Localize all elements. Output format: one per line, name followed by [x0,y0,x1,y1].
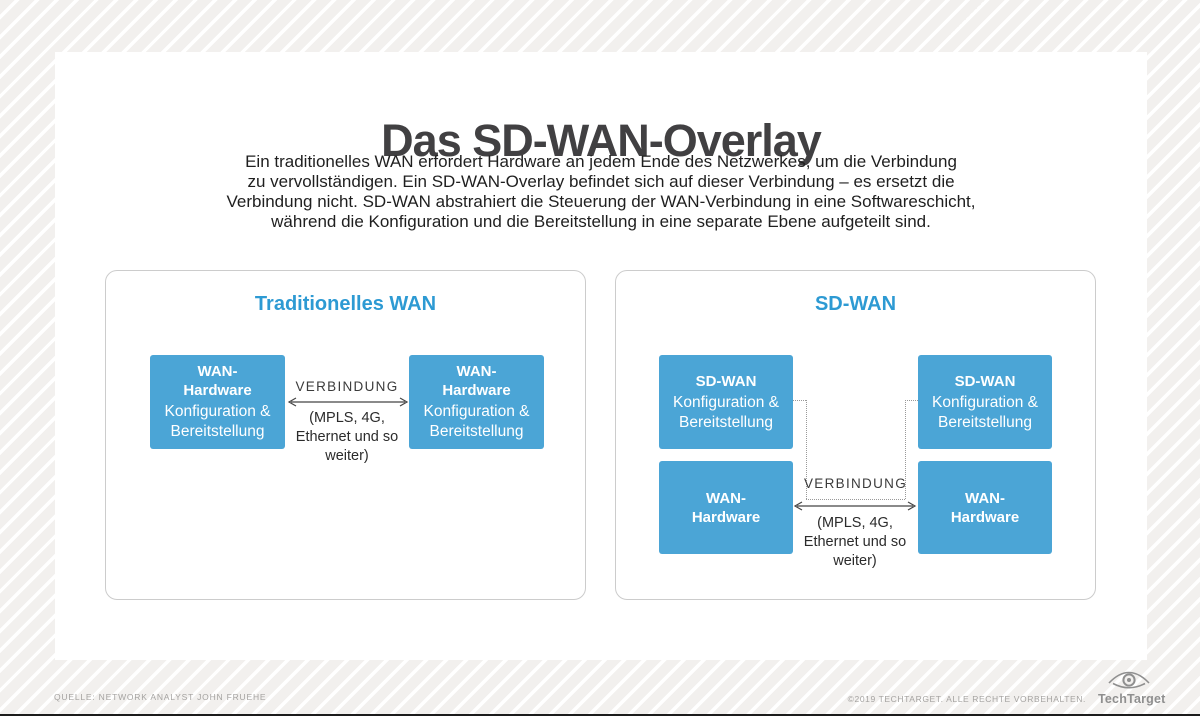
intro-line: während die Konfiguration und die Bereit… [271,212,931,231]
dotted-connector-line [806,400,807,499]
panel-sd-wan: SD-WAN SD-WAN Konfiguration & Bereitstel… [615,270,1096,600]
box-heading: WAN- Hardware [691,489,761,526]
sdwan-config-box-left: SD-WAN Konfiguration & Bereitstellung [659,355,793,449]
panel-title: SD-WAN [814,293,897,315]
content-card: Das SD-WAN-Overlay Ein traditionelles WA… [55,52,1147,660]
eye-target-icon [1108,671,1150,689]
bottom-edge-bar [0,714,1200,716]
box-body: Konfiguration & Bereitstellung [932,393,1038,431]
intro-line: Ein traditionelles WAN erfordert Hardwar… [245,152,957,171]
box-body: Konfiguration & Bereitstellung [673,393,779,431]
panel-title: Traditionelles WAN [254,293,437,315]
source-credit: QUELLE: NETWORK ANALYST JOHN FRUEHE [54,692,267,702]
box-heading: WAN- Hardware [183,363,252,399]
intro-paragraph: Ein traditionelles WAN erfordert Hardwar… [55,152,1147,232]
techtarget-logo: TechTarget [1098,667,1166,706]
wan-hardware-box-left: WAN- Hardware Konfiguration & Bereitstel… [150,355,285,449]
box-body: Konfiguration & Bereitstellung [423,403,530,440]
intro-line: Verbindung nicht. SD-WAN abstrahiert die… [226,192,976,211]
dotted-connector-line [806,499,905,500]
connection-label: VERBINDUNG [803,476,907,491]
box-heading: SD-WAN [954,372,1016,390]
wan-hardware-box-right: WAN- Hardware [918,461,1052,554]
copyright-text: ©2019 TECHTARGET. ALLE RECHTE VORBEHALTE… [847,694,1086,704]
intro-line: zu vervollständigen. Ein SD-WAN-Overlay … [247,172,955,191]
connection-detail: (MPLS, 4G, Ethernet und so weiter) [803,515,907,569]
page-title: Das SD-WAN-Overlay [381,115,822,167]
box-heading: SD-WAN [695,372,757,390]
sdwan-config-box-right: SD-WAN Konfiguration & Bereitstellung [918,355,1052,449]
panel-traditional-wan: Traditionelles WAN WAN- Hardware Konfigu… [105,270,586,600]
double-arrow-icon [793,501,917,511]
box-heading: WAN- Hardware [950,489,1020,526]
box-heading: WAN- Hardware [442,363,511,399]
connection-detail: (MPLS, 4G, Ethernet und so weiter) [295,410,399,464]
connection-label: VERBINDUNG [295,379,399,394]
dotted-connector-line [793,400,806,401]
brand-wordmark: TechTarget [1098,692,1166,706]
dotted-connector-line [905,400,918,401]
double-arrow-icon [287,397,409,407]
wan-hardware-box-left: WAN- Hardware [659,461,793,554]
wan-hardware-box-right: WAN- Hardware Konfiguration & Bereitstel… [409,355,544,449]
box-body: Konfiguration & Bereitstellung [164,403,271,440]
dotted-connector-line [905,400,906,499]
